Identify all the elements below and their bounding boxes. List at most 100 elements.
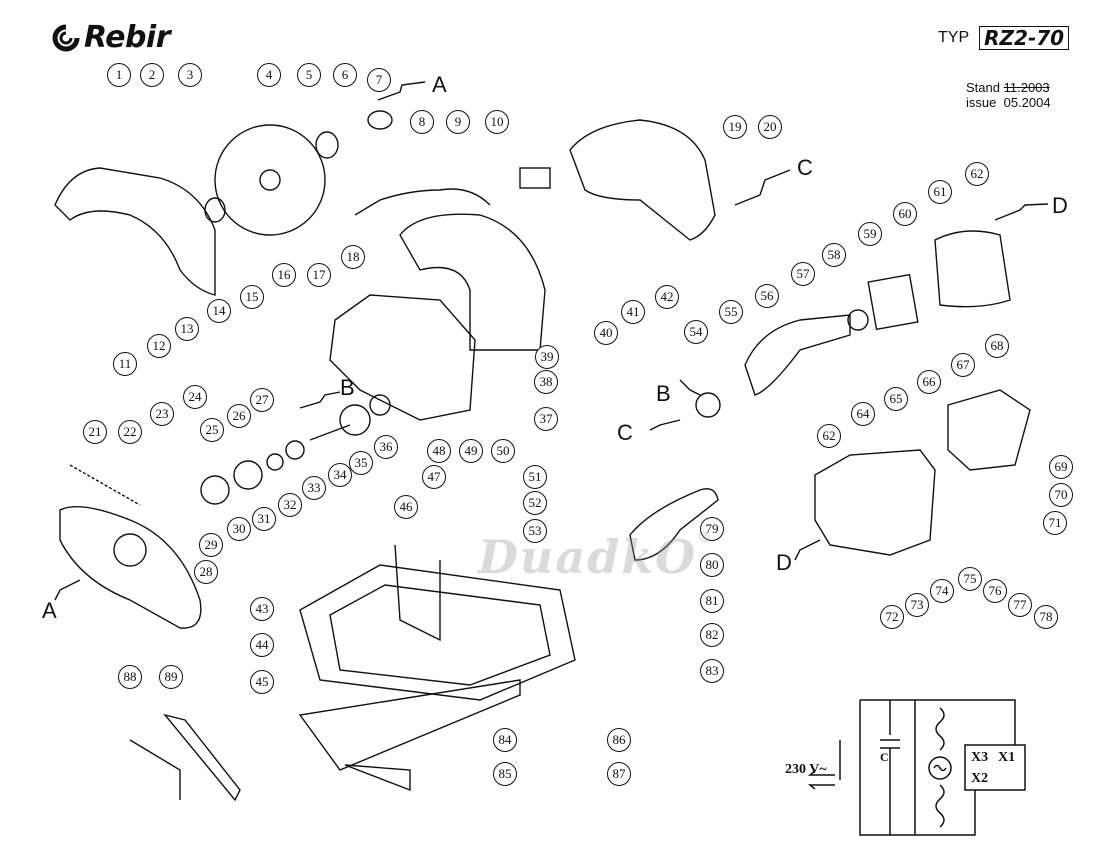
part-callout: 89 xyxy=(159,665,183,689)
upper-blade-guard xyxy=(54,167,216,296)
handle-housing xyxy=(569,119,716,241)
lower-blade-guard xyxy=(59,505,202,629)
part-callout: 23 xyxy=(150,402,174,426)
base-plate xyxy=(299,564,576,701)
part-callout: 2 xyxy=(140,63,164,87)
part-callout: 36 xyxy=(374,435,398,459)
depth-bracket xyxy=(394,544,441,642)
stand-old-date: 11.2003 xyxy=(1003,80,1050,95)
flange-inner xyxy=(315,131,339,159)
part-callout: 32 xyxy=(278,493,302,517)
part-callout: 73 xyxy=(905,593,929,617)
issue-date: 05.2004 xyxy=(1003,95,1051,110)
end-cap xyxy=(947,389,1031,471)
bearing-30 xyxy=(233,460,263,490)
part-callout: 86 xyxy=(607,728,631,752)
bearing-holder xyxy=(200,475,230,505)
part-callout: 79 xyxy=(700,517,724,541)
part-callout: 75 xyxy=(958,567,982,591)
part-callout: 45 xyxy=(250,670,274,694)
part-callout: 77 xyxy=(1008,593,1032,617)
part-callout: 48 xyxy=(427,439,451,463)
part-callout: 60 xyxy=(893,202,917,226)
ring-32 xyxy=(285,440,305,460)
part-callout: 9 xyxy=(446,110,470,134)
part-callout: 69 xyxy=(1049,455,1073,479)
part-callout: 11 xyxy=(113,352,137,376)
switch xyxy=(519,167,551,189)
terminal-x3: X3 xyxy=(971,750,989,765)
part-callout: 52 xyxy=(523,491,547,515)
brand-name: Rebir xyxy=(84,20,171,55)
part-callout: 74 xyxy=(930,579,954,603)
spanner xyxy=(163,713,241,802)
part-callout: 21 xyxy=(83,420,107,444)
part-callout: 20 xyxy=(758,115,782,139)
part-callout: 15 xyxy=(240,285,264,309)
part-callout: 88 xyxy=(118,665,142,689)
lower-guard-hub xyxy=(113,533,147,567)
part-callout: 55 xyxy=(719,300,743,324)
type-designation: TYP RZ2-70 xyxy=(938,26,1070,50)
hex-wrench xyxy=(129,739,181,800)
part-callout: 34 xyxy=(328,463,352,487)
bearing-57 xyxy=(847,309,869,331)
part-callout: 24 xyxy=(183,385,207,409)
part-callout: 42 xyxy=(655,285,679,309)
section-marker-a: A xyxy=(432,72,447,97)
part-callout: 57 xyxy=(791,262,815,286)
brand-logo: Rebir xyxy=(52,20,171,55)
armature xyxy=(744,314,851,396)
part-callout: 10 xyxy=(485,110,509,134)
part-callout: 22 xyxy=(118,420,142,444)
part-callout: 71 xyxy=(1043,511,1067,535)
rear-handle xyxy=(399,213,546,351)
part-callout: 29 xyxy=(199,533,223,557)
issue-label: issue xyxy=(966,95,997,110)
part-callout: 62 xyxy=(965,162,989,186)
part-callout: 68 xyxy=(985,334,1009,358)
part-callout: 18 xyxy=(341,245,365,269)
part-callout: 83 xyxy=(700,659,724,683)
section-marker-b: B xyxy=(340,375,355,400)
part-callout: 40 xyxy=(594,321,618,345)
part-callout: 33 xyxy=(302,476,326,500)
motor-housing-main xyxy=(329,294,476,421)
part-callout: 58 xyxy=(822,243,846,267)
part-callout: 66 xyxy=(917,370,941,394)
part-callout: 87 xyxy=(607,762,631,786)
revision-block: Stand 11.2003 issue 05.2004 xyxy=(966,80,1051,110)
stand-label: Stand xyxy=(966,80,1000,95)
part-callout: 80 xyxy=(700,553,724,577)
section-marker-d: D xyxy=(776,550,792,575)
part-callout: 39 xyxy=(535,345,559,369)
part-callout: 81 xyxy=(700,589,724,613)
base-plate-inner xyxy=(329,584,551,686)
part-callout: 30 xyxy=(227,517,251,541)
part-callout: 13 xyxy=(175,317,199,341)
part-callout: 38 xyxy=(534,370,558,394)
section-marker-c: C xyxy=(617,420,633,445)
part-callout: 59 xyxy=(858,222,882,246)
part-callout: 62 xyxy=(817,424,841,448)
part-callout: 53 xyxy=(523,519,547,543)
section-marker-c: C xyxy=(797,155,813,180)
power-cord xyxy=(354,188,491,216)
motor-housing-62 xyxy=(814,449,936,556)
field-coil xyxy=(934,230,1011,308)
part-callout: 51 xyxy=(523,465,547,489)
part-callout: 49 xyxy=(459,439,483,463)
part-callout: 65 xyxy=(884,387,908,411)
part-callout: 26 xyxy=(227,404,251,428)
flange-outer xyxy=(204,197,226,223)
part-callout: 61 xyxy=(928,180,952,204)
part-callout: 82 xyxy=(700,623,724,647)
part-callout: 67 xyxy=(951,353,975,377)
capacitor-label: C xyxy=(880,750,889,764)
terminal-x1: X1 xyxy=(998,750,1016,765)
part-callout: 5 xyxy=(297,63,321,87)
part-callout: 76 xyxy=(983,579,1007,603)
gear-hub xyxy=(369,394,391,416)
part-callout: 64 xyxy=(851,402,875,426)
